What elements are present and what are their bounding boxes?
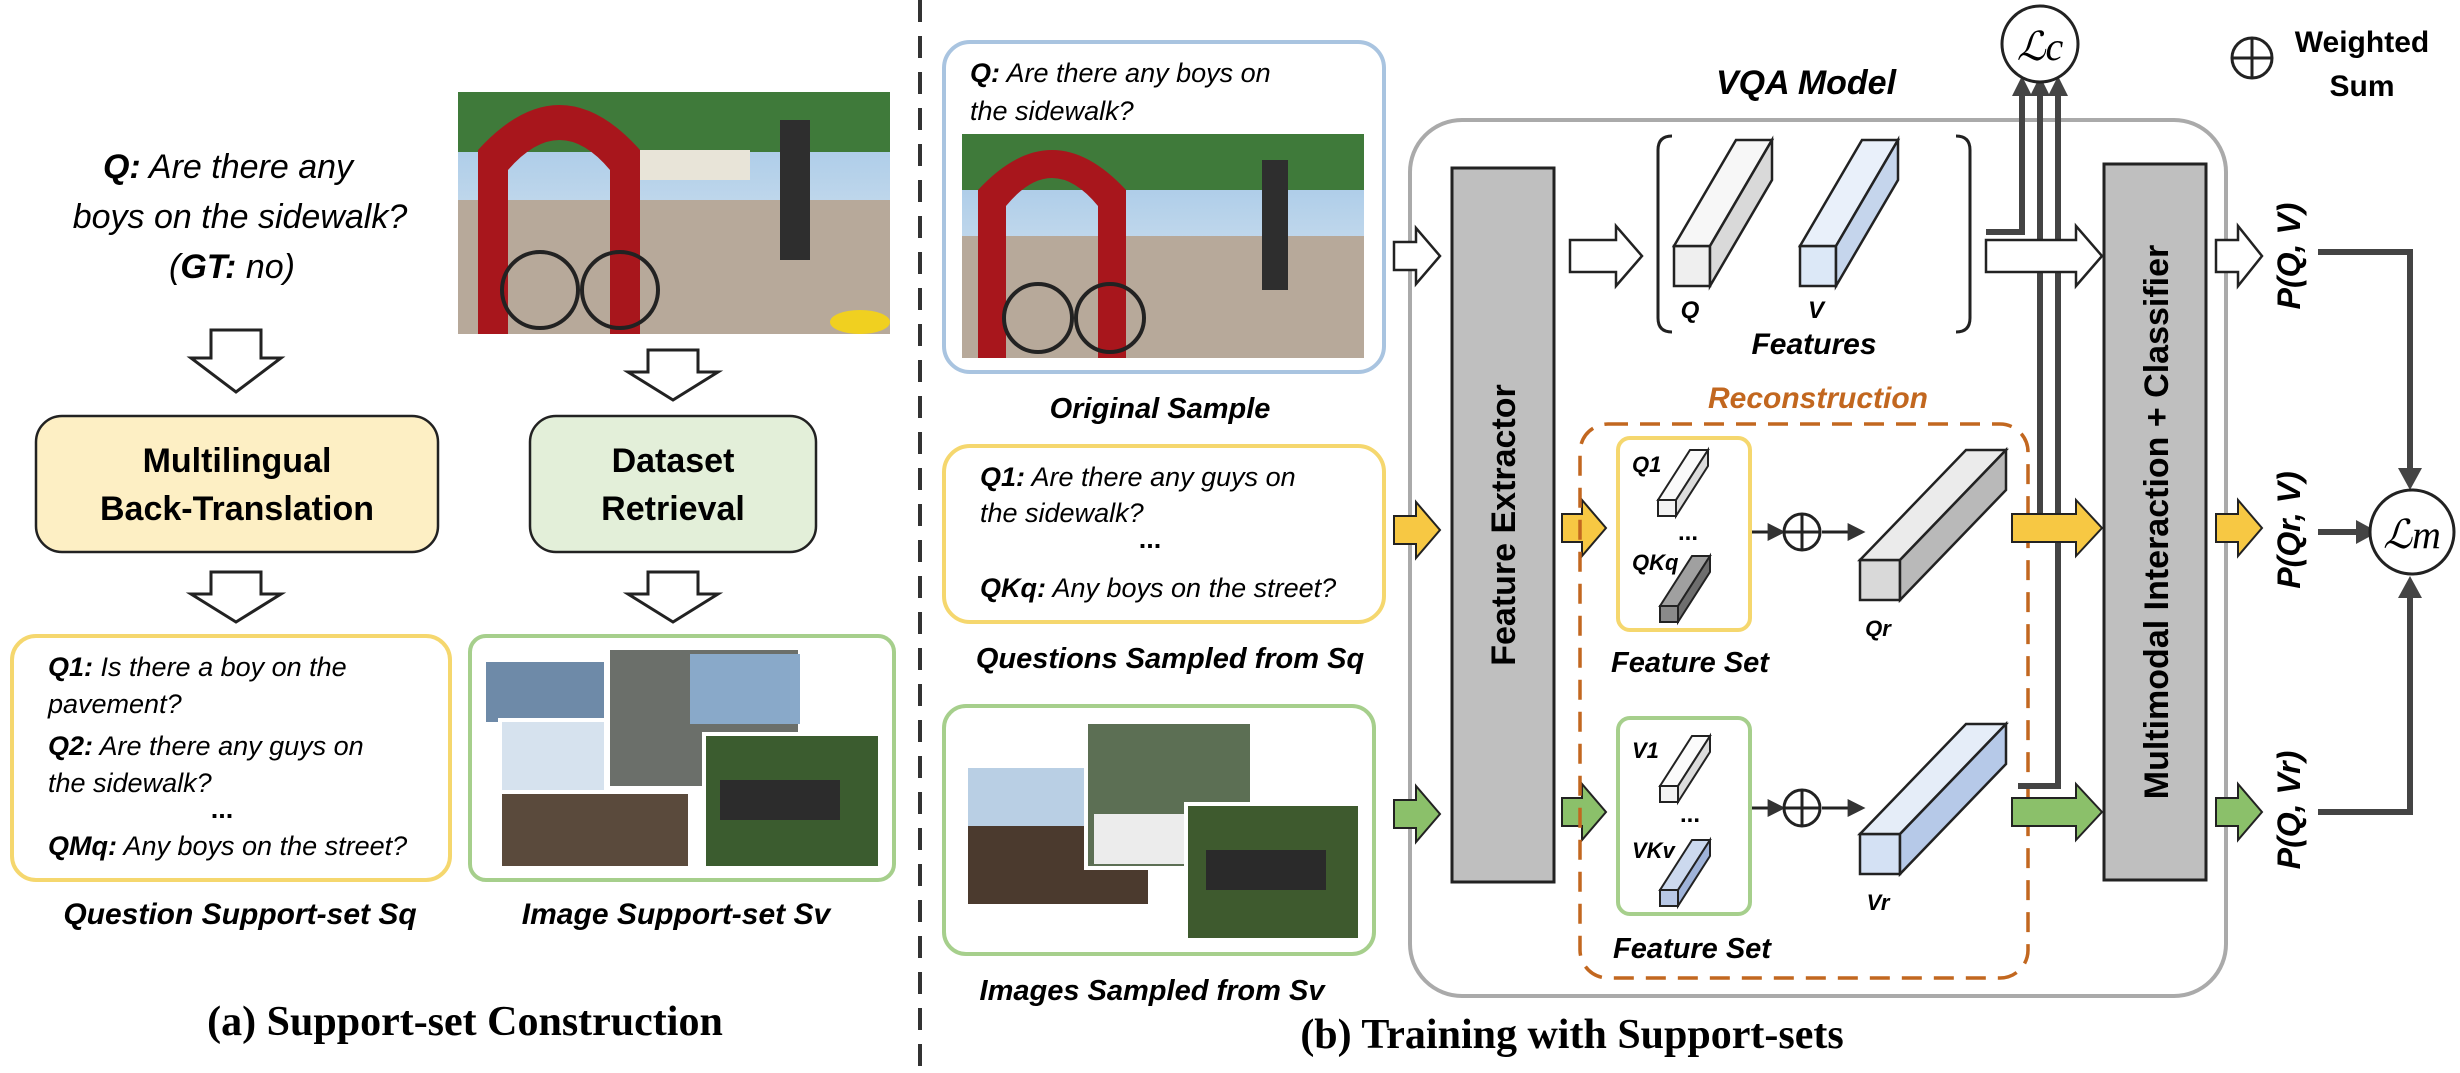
question-support-set-box bbox=[10, 634, 452, 882]
retrieval-box bbox=[528, 414, 818, 554]
qs-ellipsis: ... bbox=[211, 794, 234, 824]
v-feature-set-label: Feature Set bbox=[1613, 933, 1772, 965]
image-support-set-photos bbox=[486, 646, 882, 870]
features-bracket-right bbox=[1955, 134, 1972, 334]
fe-out-arrow-images bbox=[1561, 781, 1608, 843]
input-arrow-images bbox=[1393, 783, 1442, 845]
orig-q-line1: Q: Are there any boys on bbox=[970, 58, 1271, 88]
loss-m-circle bbox=[2368, 488, 2456, 576]
qs-q2-line1: Q2: Are there any guys on bbox=[48, 731, 364, 761]
q1-label: Q1 bbox=[1632, 452, 1661, 477]
output-arrow-pqv bbox=[2214, 222, 2264, 290]
vkv-small-cuboid bbox=[1658, 836, 1712, 910]
input-arrow-original bbox=[1392, 224, 1442, 288]
v-feature-set-box bbox=[1616, 716, 1752, 916]
sampled-ellipsis: ... bbox=[1139, 524, 1162, 554]
panel-a-arrow-down-right-2 bbox=[622, 570, 724, 624]
qs-q1-line1: Q1: Is there a boy on the bbox=[48, 652, 347, 682]
pqv-to-lm-line bbox=[2318, 249, 2413, 476]
weighted-sum-legend-line2: Sum bbox=[2329, 70, 2394, 103]
orig-q-line2: the sidewalk? bbox=[970, 96, 1134, 126]
loss-m-label: ℒm bbox=[2383, 512, 2441, 557]
qkq-label: QKq bbox=[1632, 550, 1679, 575]
features-to-classifier-arrow bbox=[1984, 222, 2104, 290]
q-feature-cuboid bbox=[1671, 135, 1775, 291]
loss-c-label: ℒc bbox=[2017, 24, 2064, 69]
vr-to-classifier-arrow bbox=[2011, 781, 2104, 843]
original-sample-caption: Original Sample bbox=[1050, 393, 1271, 425]
vqa-model-label: VQA Model bbox=[1716, 64, 1898, 102]
p-qr-v-label: P(Qr, V) bbox=[2271, 471, 2307, 588]
original-sample-photo bbox=[962, 134, 1364, 358]
reconstruction-box bbox=[1578, 422, 2030, 980]
sampled-questions-box bbox=[942, 444, 1386, 624]
pqvr-to-lm-line bbox=[2318, 592, 2413, 815]
pqvr-to-lm-arrowhead bbox=[2398, 576, 2422, 598]
backtranslation-box bbox=[34, 414, 440, 554]
feature-extractor-label: Feature Extractor bbox=[1485, 384, 1523, 666]
panel-a-ground-truth: (GT: no) bbox=[169, 248, 295, 286]
v1-small-cuboid bbox=[1658, 732, 1712, 806]
q-feature-label: Q bbox=[1681, 297, 1700, 324]
panel-a-question-line1: Q: Are there any bbox=[103, 148, 355, 186]
pqrv-to-lm-arrowhead bbox=[2356, 520, 2378, 544]
images-sampled-caption: Images Sampled from Sv bbox=[980, 975, 1327, 1007]
panel-a-arrow-down-left-2 bbox=[185, 570, 287, 624]
output-arrow-pqvr bbox=[2215, 781, 2264, 843]
fe-out-arrow-top bbox=[1568, 222, 1644, 290]
q-dots: ... bbox=[1678, 519, 1698, 546]
v-feature-label: V bbox=[1808, 297, 1826, 324]
qr-cuboid bbox=[1857, 446, 2009, 604]
feature-extractor-block bbox=[1450, 166, 1556, 884]
p-q-v-label: P(Q, V) bbox=[2271, 203, 2307, 310]
features-label: Features bbox=[1751, 328, 1876, 361]
qs-qm: QMq: Any boys on the street? bbox=[48, 831, 407, 861]
vkv-label: VKv bbox=[1632, 838, 1677, 863]
questions-sampled-caption: Questions Sampled from Sq bbox=[976, 643, 1365, 675]
weighted-sum-legend-line1: Weighted bbox=[2295, 26, 2429, 59]
sampled-q1-line1: Q1: Are there any guys on bbox=[980, 462, 1296, 492]
q1-small-cuboid bbox=[1656, 446, 1710, 520]
retrieval-line1: Dataset bbox=[612, 442, 735, 480]
vr-cuboid bbox=[1857, 720, 2009, 878]
qs-q2-line2: the sidewalk? bbox=[48, 768, 212, 798]
backtranslation-line2: Back-Translation bbox=[100, 490, 374, 528]
features-bracket-left bbox=[1656, 134, 1673, 334]
lc-arrowheads bbox=[2012, 76, 2068, 96]
input-arrow-questions bbox=[1393, 499, 1442, 561]
sampled-images-photos bbox=[968, 720, 1362, 942]
qs-q1-line2: pavement? bbox=[47, 689, 182, 719]
v1-label: V1 bbox=[1632, 738, 1659, 763]
panel-a-question-line2: boys on the sidewalk? bbox=[73, 198, 408, 236]
qkq-small-cuboid bbox=[1658, 552, 1712, 626]
fe-out-arrow-questions bbox=[1561, 497, 1608, 559]
question-support-set-caption: Question Support-set Sq bbox=[63, 898, 416, 931]
panel-a-arrow-down-left-1 bbox=[186, 328, 286, 394]
vqa-model-box bbox=[1408, 118, 2228, 998]
p-q-vr-label: P(Q, Vr) bbox=[2271, 751, 2307, 870]
qr-label: Qr bbox=[1865, 616, 1892, 641]
image-support-set-caption: Image Support-set Sv bbox=[522, 898, 833, 931]
reconstruction-label: Reconstruction bbox=[1708, 382, 1928, 415]
loss-c-circle bbox=[2000, 4, 2080, 84]
retrieval-line2: Retrieval bbox=[601, 490, 745, 528]
output-arrow-pqrv bbox=[2215, 497, 2264, 559]
v-feature-cuboid bbox=[1797, 135, 1901, 291]
pqv-to-lm-arrowhead bbox=[2398, 468, 2422, 490]
q-feature-set-label: Feature Set bbox=[1611, 647, 1770, 679]
q-feature-set-box bbox=[1616, 436, 1752, 632]
qr-to-classifier-arrow bbox=[2011, 497, 2104, 559]
sampled-q1-line2: the sidewalk? bbox=[980, 498, 1144, 528]
panel-a-title: (a) Support-set Construction bbox=[207, 999, 723, 1045]
panel-a-original-photo bbox=[458, 92, 890, 334]
vr-label: Vr bbox=[1867, 890, 1891, 915]
panel-a-arrow-down-right-1 bbox=[622, 348, 724, 402]
backtranslation-line1: Multilingual bbox=[143, 442, 332, 480]
sampled-qk: QKq: Any boys on the street? bbox=[980, 573, 1336, 603]
multimodal-classifier-label: Multimodal Interaction + Classifier bbox=[2138, 245, 2176, 800]
v-dots: ... bbox=[1680, 801, 1700, 828]
panel-b-title: (b) Training with Support-sets bbox=[1300, 1012, 1843, 1058]
multimodal-classifier-block bbox=[2102, 162, 2208, 882]
